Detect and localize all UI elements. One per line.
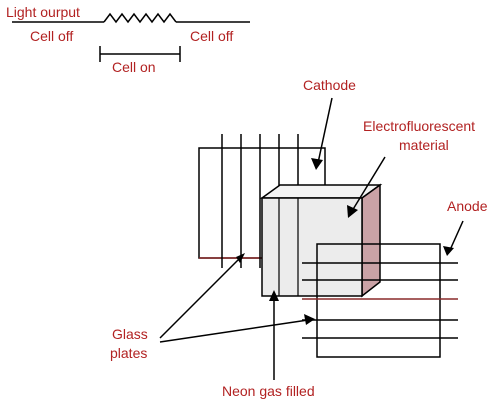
anode-arrow-line xyxy=(449,220,464,251)
cell-on-bracket xyxy=(99,46,181,62)
glass-arrowhead-upper xyxy=(236,253,245,263)
glass-plates-label-line1: Glass xyxy=(112,326,148,342)
neon-arrowhead xyxy=(269,290,279,301)
glass-arrowhead-lower xyxy=(304,314,315,325)
zigzag-signal xyxy=(103,12,177,24)
anode-label: Anode xyxy=(447,198,488,214)
electrofluorescent-label-line1: Electrofluorescent xyxy=(363,118,475,134)
anode-conductors xyxy=(302,262,458,339)
anode-glass-plate xyxy=(316,243,441,358)
cell-off-right-label: Cell off xyxy=(190,28,233,44)
cathode-arrow-line xyxy=(317,97,333,164)
anode-arrowhead xyxy=(443,246,454,256)
cathode-label: Cathode xyxy=(303,77,356,93)
prism-front-face xyxy=(261,197,363,297)
glass-arrow-line-lower xyxy=(159,319,309,343)
cathode-arrowhead xyxy=(311,158,323,170)
prism-top-face xyxy=(259,184,383,199)
electrofluorescent-arrowhead xyxy=(347,205,358,218)
arrowheads xyxy=(236,158,454,325)
light-output-label: Light ourput xyxy=(6,4,80,20)
neon-gas-label: Neon gas filled xyxy=(222,383,315,399)
electrofluorescent-arrow-line xyxy=(351,156,386,212)
leader-arrows xyxy=(159,97,464,380)
light-output-waveform xyxy=(12,12,250,24)
cell-on-label: Cell on xyxy=(112,59,156,75)
cell-off-left-label: Cell off xyxy=(30,28,73,44)
cathode-conductors-front xyxy=(278,198,299,296)
electrofluorescent-label-line2: material xyxy=(399,137,449,153)
glass-plates-label-line2: plates xyxy=(110,345,147,361)
glass-arrow-line-upper xyxy=(159,257,241,339)
